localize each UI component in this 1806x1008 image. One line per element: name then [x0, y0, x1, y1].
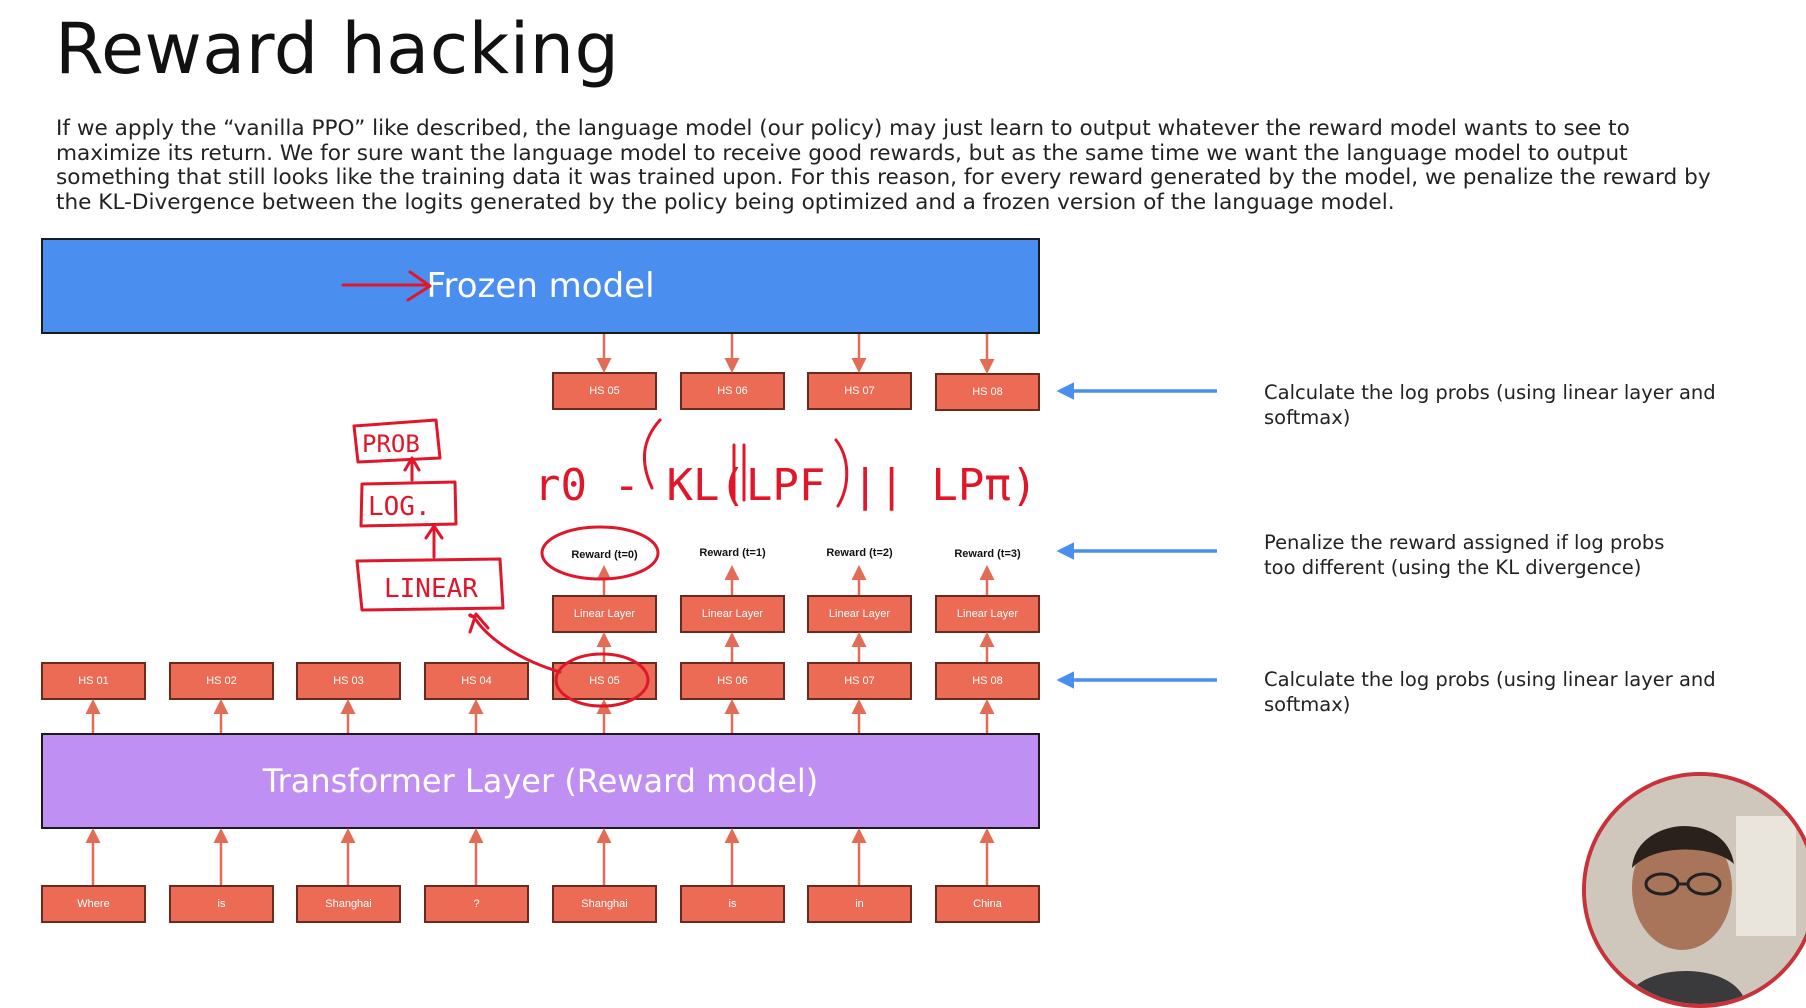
hs-to-linear-arrows	[596, 632, 995, 662]
note-bottom: Calculate the log probs (using linear la…	[1264, 668, 1716, 716]
intro-paragraph: If we apply the “vanilla PPO” like descr…	[56, 116, 1756, 215]
token-chip: Shanghai	[552, 885, 657, 923]
reward-model-label: Transformer Layer (Reward model)	[262, 762, 819, 800]
slide-title: Reward hacking	[55, 8, 620, 90]
frozen-model-label: Frozen model	[426, 266, 655, 306]
handwritten-annotations	[341, 270, 849, 708]
frozen-arrows	[596, 334, 995, 374]
model-to-hs-arrows	[85, 699, 995, 733]
reward-label: Reward (t=1)	[699, 547, 766, 559]
handwritten-text: PROB LOG. LINEAR r0 - KL(LPF || LPπ)	[362, 430, 1037, 604]
diagram-arrows-layer: PROB LOG. LINEAR r0 - KL(LPF || LPπ)	[85, 270, 1217, 885]
annotation-log: LOG.	[368, 492, 431, 522]
presenter-webcam	[1582, 772, 1806, 1008]
reward-label: Reward (t=0)	[571, 549, 638, 561]
token-to-model-arrows	[85, 828, 995, 885]
intro-line: something that still looks like the trai…	[56, 165, 1711, 190]
token-chip: Shanghai	[296, 885, 401, 923]
frozen-hs-chip: HS 06	[680, 372, 785, 410]
reward-label: Reward (t=3)	[954, 548, 1021, 560]
intro-line: maximize its return. We for sure want th…	[56, 140, 1628, 166]
blue-pointer-arrows	[1056, 382, 1217, 689]
token-chip: China	[935, 885, 1040, 923]
token-chip: ?	[424, 885, 529, 923]
hs-chip: HS 07	[807, 662, 912, 700]
hs-chip: HS 08	[935, 662, 1040, 700]
token-chip: in	[807, 885, 912, 923]
intro-line: If we apply the “vanilla PPO” like descr…	[56, 116, 1630, 141]
note-top: Calculate the log probs (using linear la…	[1264, 381, 1716, 429]
annotation-formula: r0 - KL(LPF || LPπ)	[534, 460, 1037, 511]
annotation-linear: LINEAR	[384, 574, 478, 604]
note-middle: Penalize the reward assigned if log prob…	[1264, 530, 1664, 580]
intro-line: the KL-Divergence between the logits gen…	[56, 189, 1395, 215]
note-middle-line2: too different (using the KL divergence)	[1264, 556, 1642, 579]
linear-to-reward-arrows	[596, 565, 995, 595]
annotation-prob: PROB	[362, 430, 420, 458]
frozen-hs-chip: HS 08	[935, 373, 1040, 411]
frozen-hs-chip: HS 07	[807, 372, 912, 410]
token-chip: is	[680, 885, 785, 923]
presenter-face-icon	[1586, 776, 1806, 1004]
frozen-hs-chip: HS 05	[552, 372, 657, 410]
token-chip: is	[169, 885, 274, 923]
hs-chip: HS 06	[680, 662, 785, 700]
linear-layer-chip: Linear Layer	[935, 595, 1040, 633]
token-chip: Where	[41, 885, 146, 923]
linear-layer-chip: Linear Layer	[807, 595, 912, 633]
reward-label: Reward (t=2)	[826, 547, 893, 559]
note-middle-line1: Penalize the reward assigned if log prob…	[1264, 531, 1665, 554]
reward-model-block: Transformer Layer (Reward model)	[41, 733, 1040, 829]
hs-chip: HS 02	[169, 662, 274, 700]
frozen-model-block: Frozen model	[41, 238, 1040, 334]
